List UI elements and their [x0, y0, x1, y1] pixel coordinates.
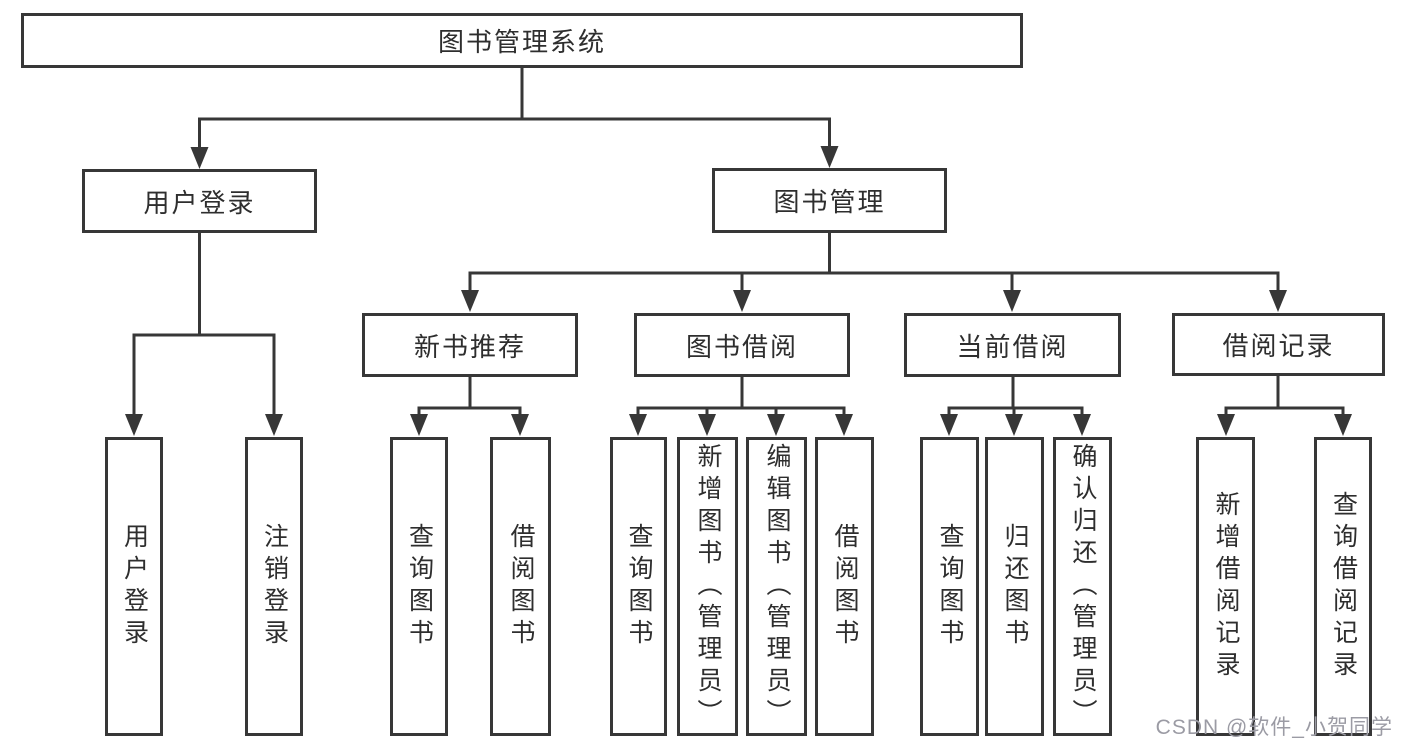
arrowhead-icon: [1003, 290, 1021, 312]
node-new-book-recommend: 新书推荐: [362, 313, 578, 377]
connector-new-rec-bar: [417, 406, 522, 420]
leaf-logout: 注销登录: [245, 437, 303, 736]
connector-user-login-bar: [132, 333, 276, 420]
leaf-borrow-book: 借阅图书: [815, 437, 874, 736]
arrowhead-icon: [835, 414, 853, 436]
node-book-borrow: 图书借阅: [634, 313, 850, 377]
connector-root-bar: [198, 117, 831, 152]
node-borrow-records: 借阅记录: [1172, 313, 1385, 376]
node-user-login: 用户登录: [82, 169, 317, 233]
arrowhead-icon: [1005, 414, 1023, 436]
leaf-add-book-admin: 新增图书（管理员）: [677, 437, 738, 736]
leaf-edit-book-admin: 编辑图书（管理员）: [746, 437, 807, 736]
leaf-query-borrow-record: 查询借阅记录: [1314, 437, 1372, 736]
connector-borrow-bar: [636, 406, 846, 420]
leaf-query-book-current: 查询图书: [920, 437, 979, 736]
arrowhead-icon: [125, 414, 143, 436]
arrowhead-icon: [767, 414, 785, 436]
csdn-watermark: CSDN @软件_小贺同学: [1155, 716, 1393, 739]
connector-records-bar: [1224, 406, 1345, 420]
leaf-user-login: 用户登录: [105, 437, 163, 736]
arrowhead-icon: [1334, 414, 1352, 436]
arrowhead-icon: [733, 290, 751, 312]
arrowhead-icon: [820, 146, 839, 168]
arrowhead-icon: [1073, 414, 1091, 436]
leaf-query-book-borrow: 查询图书: [610, 437, 667, 736]
arrowhead-icon: [511, 414, 529, 436]
arrowhead-icon: [698, 414, 716, 436]
leaf-borrow-book-recommend: 借阅图书: [490, 437, 551, 736]
arrowhead-icon: [1217, 414, 1235, 436]
arrowhead-icon: [461, 290, 479, 312]
arrowhead-icon: [940, 414, 958, 436]
arrowhead-icon: [410, 414, 428, 436]
node-library-system: 图书管理系统: [21, 13, 1023, 68]
arrowhead-icon: [190, 147, 209, 169]
leaf-return-book: 归还图书: [985, 437, 1044, 736]
arrowhead-icon: [1269, 290, 1287, 312]
arrowhead-icon: [265, 414, 283, 436]
node-current-borrow: 当前借阅: [904, 313, 1121, 377]
arrowhead-icon: [629, 414, 647, 436]
leaf-add-borrow-record: 新增借阅记录: [1196, 437, 1255, 736]
connector-book-mgmt-bar: [468, 271, 1280, 294]
leaf-query-book-recommend: 查询图书: [390, 437, 448, 736]
node-book-management: 图书管理: [712, 168, 947, 233]
leaf-confirm-return-admin: 确认归还（管理员）: [1053, 437, 1112, 736]
